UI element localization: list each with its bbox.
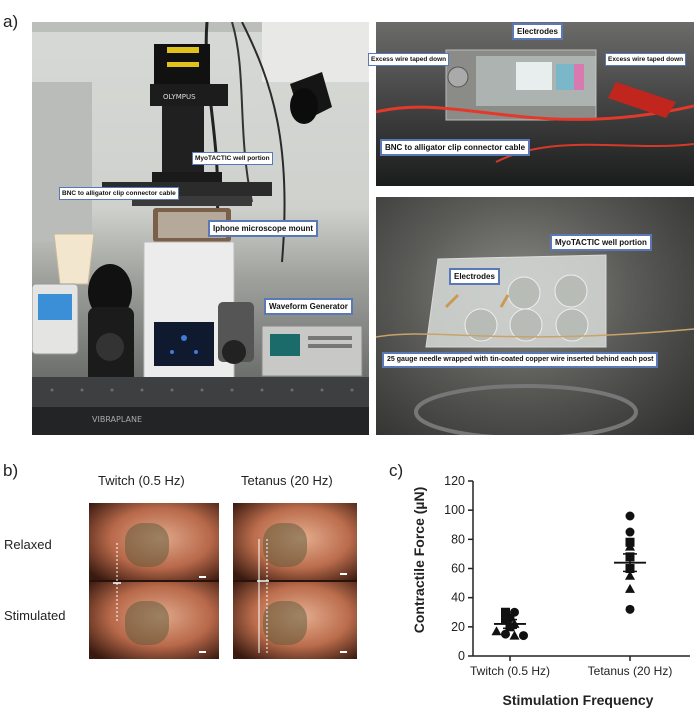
mean-sem-bars [494, 553, 646, 630]
x-tick-label: Twitch (0.5 Hz) [470, 664, 550, 678]
data-point-triangle [625, 583, 635, 593]
scale-bar [340, 651, 347, 653]
callout-bnc-top: BNC to alligator clip connector cable [380, 139, 531, 156]
panel-a-label: a) [3, 12, 19, 31]
y-tick-label: 60 [451, 562, 465, 576]
data-point-circle [519, 631, 528, 641]
x-axis-label: Stimulation Frequency [503, 692, 654, 708]
scale-bar [340, 573, 347, 575]
callout-electrodes-top: Electrodes [512, 23, 563, 40]
data-point-square [501, 607, 510, 617]
callout-needle: 25 gauge needle wrapped with tin-coated … [382, 352, 659, 368]
data-point-circle [625, 511, 635, 521]
x-tick-label: Tetanus (20 Hz) [588, 664, 673, 678]
scale-bar [199, 651, 206, 653]
well-plate-photo [376, 197, 694, 435]
scale-bar [199, 576, 206, 578]
electrode-setup-illustration [376, 49, 694, 163]
y-tick-label: 20 [451, 620, 465, 634]
callout-myotactic-well: MyoTACTIC well portion [550, 234, 652, 251]
callout-excess-wire-right: Excess wire taped down [605, 53, 687, 66]
y-tick-label: 120 [444, 474, 465, 488]
scope-brand: OLYMPUS [163, 93, 196, 101]
chart-axes [468, 480, 690, 661]
lab-setup-illustration: OLYMPUS V [32, 22, 369, 435]
column-label-tetanus: Tetanus (20 Hz) [241, 473, 333, 488]
frame-twitch [89, 503, 219, 659]
panel-b-label: b) [3, 461, 19, 480]
x-tick-labels: Twitch (0.5 Hz) Tetanus (20 Hz) [470, 664, 672, 678]
electrode-setup-photo [376, 22, 694, 186]
callout-excess-wire-left: Excess wire taped down [368, 53, 450, 66]
data-points [491, 511, 635, 641]
data-point-triangle [509, 630, 520, 640]
callout-myotactic-main: MyoTACTIC well portion [192, 152, 273, 165]
frame-tetanus [233, 503, 357, 659]
well-plate-illustration [376, 254, 694, 435]
y-tick-labels: 0 20 40 60 80 100 120 [444, 474, 465, 663]
data-point-triangle [625, 570, 635, 580]
y-tick-label: 100 [444, 503, 465, 517]
row-label-relaxed: Relaxed [4, 537, 52, 552]
data-point-circle [625, 604, 635, 614]
data-point-circle [625, 527, 635, 537]
data-point-circle [501, 629, 510, 639]
data-point-triangle [625, 541, 635, 551]
row-label-stimulated: Stimulated [4, 608, 66, 623]
y-tick-label: 0 [458, 649, 465, 663]
y-tick-label: 40 [451, 591, 465, 605]
lab-setup-photo: OLYMPUS V [32, 22, 369, 435]
y-tick-label: 80 [451, 532, 465, 546]
callout-waveform-generator: Waveform Generator [264, 298, 353, 315]
column-label-twitch: Twitch (0.5 Hz) [98, 473, 185, 488]
panel-c-label: c) [389, 461, 404, 480]
data-point-triangle [491, 626, 502, 636]
table-brand: VIBRAPLANE [92, 415, 142, 424]
callout-bnc-main: BNC to alligator clip connector cable [59, 187, 179, 200]
contractile-force-chart: 0 20 40 60 80 100 120 Twitch (0.5 Hz) Tetanus (… [411, 474, 690, 708]
callout-iphone-mount: Iphone microscope mount [208, 220, 319, 237]
y-axis-label: Contractile Force (µN) [411, 487, 427, 634]
callout-electrodes-bottom: Electrodes [449, 268, 500, 285]
